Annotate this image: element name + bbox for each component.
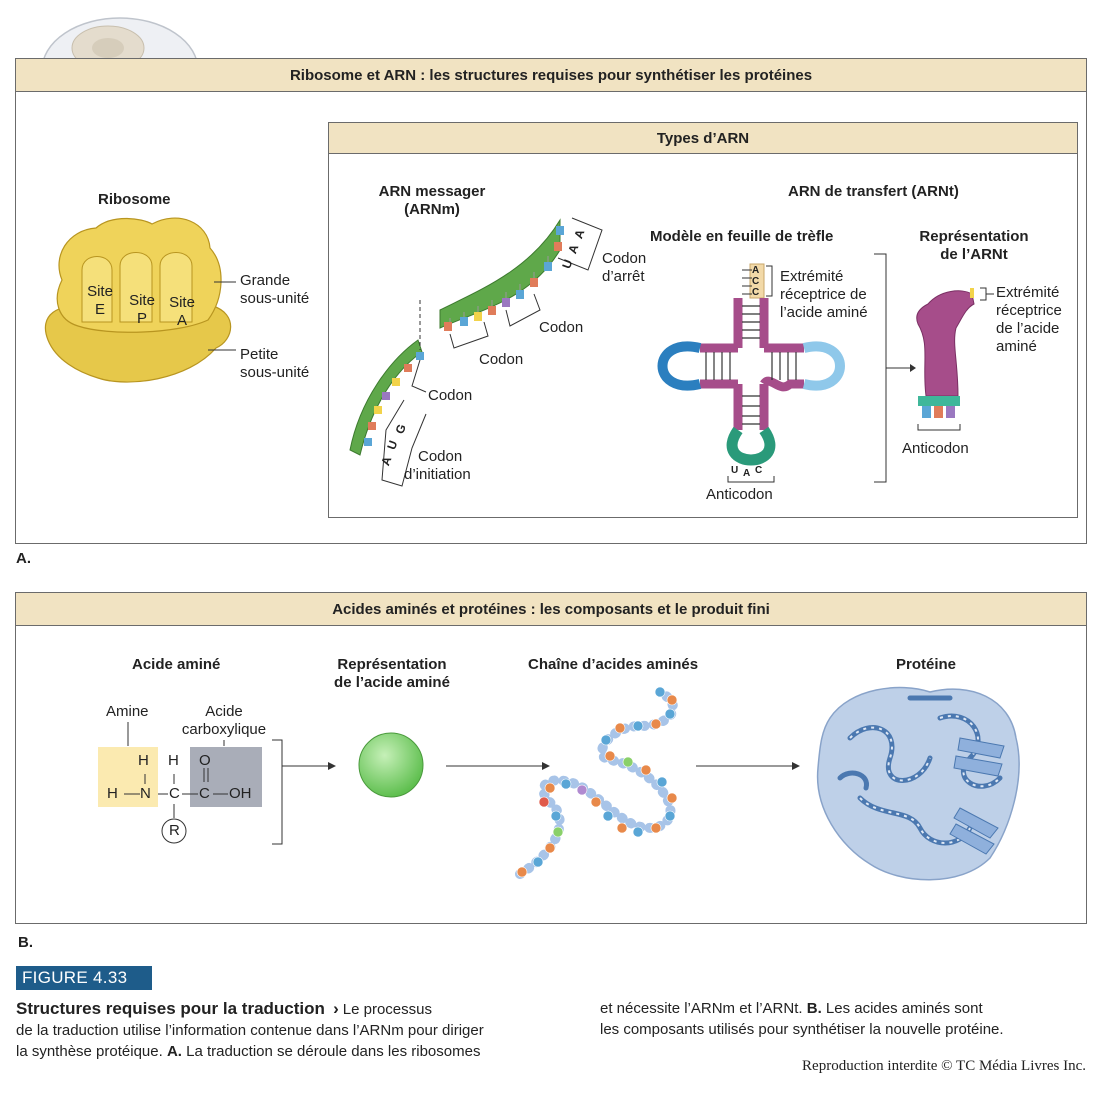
trna-bracket-arrow — [874, 253, 916, 483]
ribosome-title: Ribosome — [98, 191, 171, 208]
formula-h-top: H — [138, 752, 149, 769]
caption-col2-1c: Les acides aminés sont — [825, 1000, 983, 1017]
caption-line-1: Le processus — [342, 1001, 432, 1018]
caption-column-1: Structures requises pour la traduction ›… — [16, 998, 576, 1062]
caption-col2-1a: et nécessite l’ARNm et l’ARNt. — [600, 1000, 803, 1017]
amine-label: Amine — [106, 703, 149, 720]
formula-o-top: O — [199, 752, 211, 769]
formula-h-left: H — [107, 785, 118, 802]
formula-n: N — [140, 785, 151, 802]
uac-letter-a: A — [743, 468, 751, 479]
trna-anticodon-label: Anticodon — [902, 440, 969, 457]
amino-acid-bracket-arrow — [272, 739, 336, 845]
uac-letter-c: C — [755, 465, 763, 476]
arrow-to-protein — [696, 762, 800, 770]
amino-acid-sphere — [358, 732, 424, 798]
acc-letter-c1: C — [752, 276, 760, 287]
caption-col2-1b: B. — [806, 1000, 822, 1017]
caption-arrow: › — [333, 999, 339, 1018]
caption-col2-2: les composants utilisés pour synthétiser… — [600, 1021, 1004, 1038]
formula-c-alpha: C — [169, 785, 180, 802]
codon-label-1: Codon — [539, 319, 584, 336]
trna-representation-illustration — [916, 287, 994, 431]
amino-acid-bonds — [124, 722, 228, 844]
panel-a-letter: A. — [16, 550, 31, 567]
codon-label-2: Codon — [479, 351, 524, 368]
caption-line-3a: la synthèse protéique. — [16, 1043, 163, 1060]
formula-r: R — [169, 822, 180, 839]
formula-h-c: H — [168, 752, 179, 769]
caption-column-2: et nécessite l’ARNm et l’ARNt. B. Les ac… — [600, 998, 1090, 1040]
codon-label-3: Codon — [428, 387, 473, 404]
cloverleaf-trna-illustration — [657, 263, 845, 483]
copyright-notice: Reproduction interdite © TC Média Livres… — [802, 1058, 1086, 1074]
protein-illustration — [816, 686, 1020, 881]
amino-acid-title: Acide aminé — [132, 656, 221, 673]
caption-line-3c: La traduction se déroule dans les riboso… — [186, 1043, 481, 1060]
chain-title: Chaîne d’acides aminés — [528, 656, 699, 673]
panel-a-title: Ribosome et ARN : les structures requise… — [16, 59, 1086, 92]
formula-oh: OH — [229, 785, 252, 802]
cloverleaf-title: Modèle en feuille de trèfle — [650, 228, 834, 245]
ribosome-illustration — [44, 217, 236, 383]
trna-title: ARN de transfert (ARNt) — [788, 183, 959, 200]
arrow-to-chain — [446, 762, 550, 770]
amine-box — [98, 747, 158, 807]
panel-b-title: Acides aminés et protéines : les composa… — [16, 593, 1086, 626]
caption-line-3b: A. — [166, 1043, 182, 1060]
caption-title: Structures requises pour la traduction — [16, 999, 325, 1018]
acc-letter-a: A — [752, 265, 760, 276]
carboxyl-box — [190, 747, 262, 807]
acc-letter-c2: C — [752, 287, 760, 298]
formula-c-carboxyl: C — [199, 785, 210, 802]
mrna-strand-illustration — [349, 217, 603, 487]
cloverleaf-anticodon-label: Anticodon — [706, 486, 773, 503]
rna-types-title: Types d’ARN — [329, 123, 1077, 154]
panel-b-letter: B. — [18, 934, 33, 951]
protein-title: Protéine — [896, 656, 957, 673]
caption-line-2: de la traduction utilise l’information c… — [16, 1022, 484, 1039]
figure-badge: FIGURE 4.33 — [16, 966, 152, 990]
uac-letter-u: U — [731, 465, 739, 476]
mrna-title: ARN messager(ARNm) — [378, 183, 486, 218]
amino-acid-chain-illustration — [515, 686, 678, 879]
